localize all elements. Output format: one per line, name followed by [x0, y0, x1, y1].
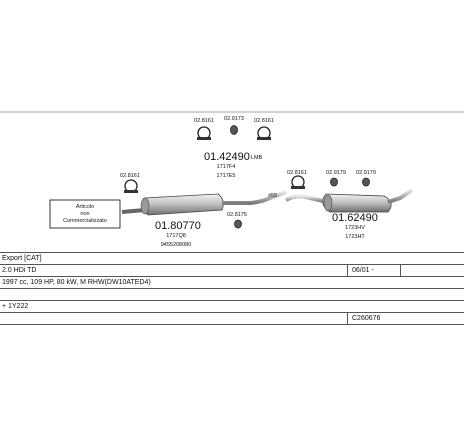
info-row-region: Export [CAT] — [2, 255, 42, 262]
note-line-1: Articolo — [76, 204, 94, 210]
rear-clamp-3-icon — [362, 177, 370, 187]
front-silencer — [140, 193, 224, 216]
top-clamp-1-icon — [197, 126, 211, 140]
info-line-3 — [0, 288, 464, 289]
info-row-option: + 1Y222 — [2, 303, 29, 310]
rear-ref-1: 1723HV — [345, 225, 365, 231]
rear-part-number: 01.62490 — [332, 212, 378, 224]
joint-label: #55 — [268, 193, 277, 199]
front-ref-1: 1717Q8 — [166, 233, 186, 239]
top-clamp-1-label: 02.8161 — [194, 118, 214, 124]
info-line-0 — [0, 252, 464, 253]
rear-clamp-3-label: 02.9179 — [356, 170, 376, 176]
center-pipe — [222, 190, 287, 205]
mid-clamp-icon — [234, 219, 242, 229]
rear-clamp-1-icon — [291, 175, 305, 189]
top-clamp-3-icon — [257, 126, 271, 140]
front-clamp-label: 02.8161 — [120, 173, 140, 179]
not-sold-note-box: Articolo non Commercializzato — [49, 199, 121, 229]
rear-silencer — [284, 188, 414, 213]
info-divider-end — [400, 264, 401, 276]
front-clamp-icon — [124, 179, 138, 193]
note-line-2: non — [80, 211, 89, 217]
info-row-date: 06/01 - — [352, 267, 374, 274]
top-ref-1: 1717F4 — [217, 164, 236, 170]
top-clamp-3-label: 02.8161 — [254, 118, 274, 124]
rear-ref-2: 1723HT — [345, 234, 365, 240]
top-ref-2: 1717E5 — [217, 173, 236, 179]
rear-clamp-2-label: 02.9179 — [326, 170, 346, 176]
info-row-spec: 1997 cc, 109 HP, 80 kW, M RHW(DW10ATED4) — [2, 279, 151, 286]
rear-clamp-2-icon — [330, 177, 338, 187]
info-line-2 — [0, 276, 464, 277]
front-ref-2: 9455208080 — [161, 242, 192, 248]
info-divider-code — [347, 312, 348, 324]
top-part-number: 01.42490 — [204, 151, 250, 163]
info-line-1 — [0, 264, 464, 265]
front-inlet-pipe — [121, 208, 146, 214]
info-line-5 — [0, 312, 464, 313]
top-part-suffix: LMB — [251, 155, 263, 161]
rear-clamp-1-label: 02.8161 — [287, 170, 307, 176]
mid-clamp-label: 02.8175 — [227, 212, 247, 218]
top-clamp-2-label: 02.9173 — [224, 116, 244, 122]
info-row-engine: 2.0 HDi TD — [2, 267, 37, 274]
info-line-4 — [0, 300, 464, 301]
info-line-6 — [0, 324, 464, 325]
front-part-number: 01.80770 — [155, 220, 201, 232]
info-divider-date — [347, 264, 348, 276]
note-line-3: Commercializzato — [63, 218, 107, 224]
top-clamp-2-icon — [230, 125, 238, 135]
info-row-code: C260676 — [352, 315, 381, 322]
